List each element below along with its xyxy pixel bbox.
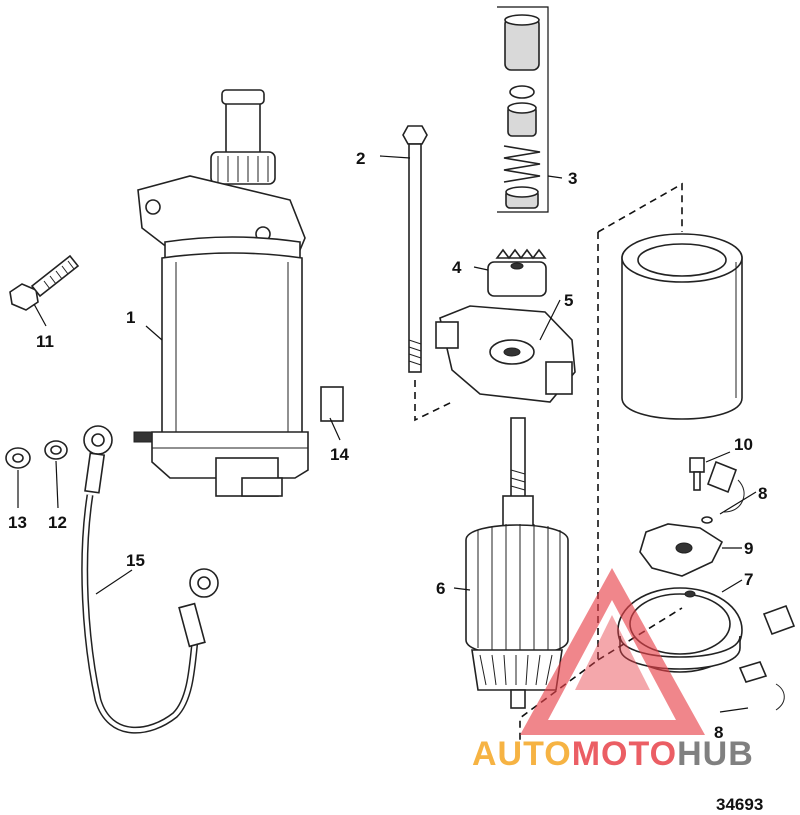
callout-4: 4 [452, 258, 462, 277]
brush-holder-part-9 [639, 523, 724, 577]
cable-part-15 [81, 425, 219, 734]
callout-12: 12 [48, 513, 67, 532]
watermark-moto: MOTO [572, 735, 677, 773]
watermark-auto: AUTO [472, 735, 572, 773]
callout-14: 14 [330, 445, 349, 464]
leader-lines [17, 155, 757, 713]
field-frame-housing [621, 233, 743, 420]
callout-11: 11 [36, 332, 54, 351]
callout-7: 7 [744, 570, 753, 589]
watermark-logo: AUTOMOTOHUB [472, 568, 754, 773]
insulator-part-14 [320, 386, 344, 422]
through-bolt-part-2 [402, 125, 428, 373]
callout-5: 5 [564, 291, 573, 310]
bolt-part-11 [9, 254, 80, 311]
callout-8-lower: 8 [714, 723, 723, 742]
figure-number: 34693 [716, 795, 763, 814]
callout-8-upper: 8 [758, 484, 767, 503]
callout-2: 2 [356, 149, 365, 168]
callout-1: 1 [126, 308, 135, 327]
watermark-triangle [520, 568, 705, 735]
watermark-hub: HUB [677, 735, 754, 773]
callout-6: 6 [436, 579, 445, 598]
callout-labels: 1 2 3 4 5 6 7 8 8 9 10 11 12 13 14 15 [8, 149, 767, 742]
callout-3: 3 [568, 169, 577, 188]
callout-15: 15 [126, 551, 145, 570]
pinion-gear-part-4 [487, 248, 547, 297]
nut-part-13 [5, 447, 31, 469]
starter-motor-assembly [133, 89, 309, 497]
lockwasher-part-12 [44, 440, 68, 460]
drive-parts-stack-part-3 [497, 6, 549, 213]
armature-part-6 [465, 417, 569, 709]
callout-13: 13 [8, 513, 27, 532]
screw-part-10 [689, 457, 705, 491]
drive-end-housing-part-5 [435, 305, 576, 403]
watermark-text: AUTOMOTOHUB [472, 735, 754, 773]
callout-10: 10 [734, 435, 753, 454]
callout-9: 9 [744, 539, 753, 558]
brush-spring-part-8 [701, 460, 745, 524]
